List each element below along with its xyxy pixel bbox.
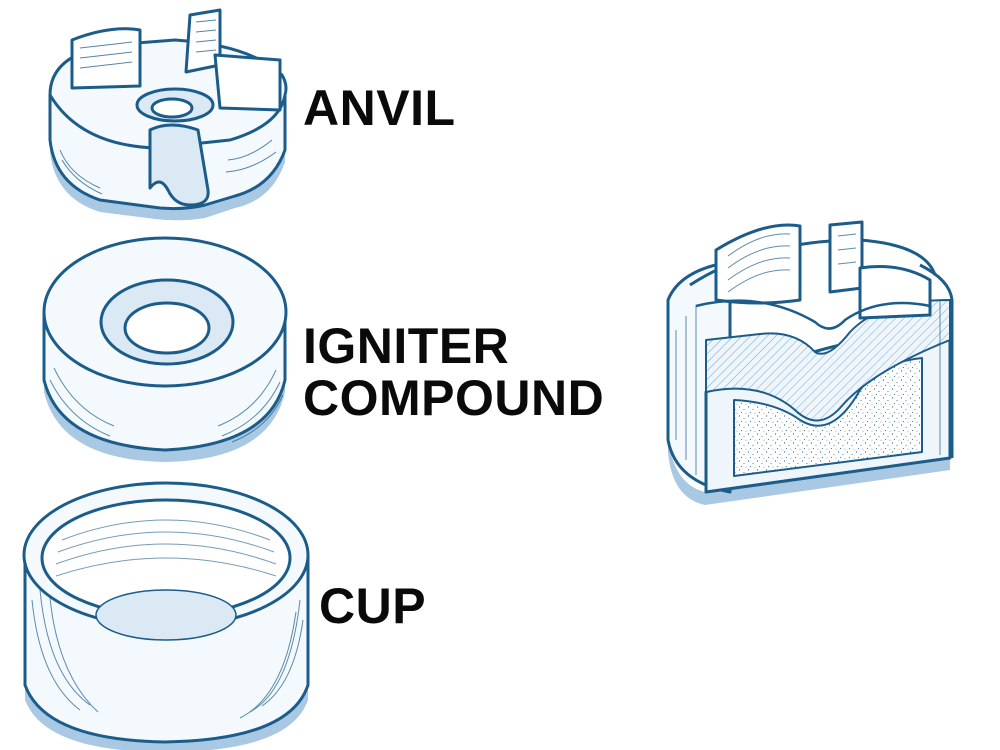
assembled-primer-cutaway — [668, 222, 952, 505]
compound-label: COMPOUND — [303, 374, 604, 422]
igniter-label: IGNITER — [303, 322, 509, 370]
cup-label: CUP — [319, 582, 426, 630]
cup-illustration — [24, 483, 308, 750]
anvil-illustration — [50, 10, 286, 220]
igniter-compound-illustration — [44, 238, 286, 462]
anvil-label: ANVIL — [303, 84, 456, 132]
